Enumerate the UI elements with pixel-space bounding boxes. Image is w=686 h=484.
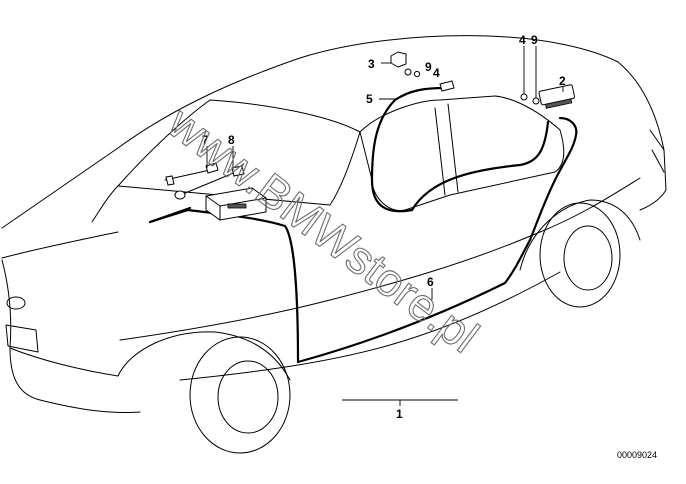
label-part-1: 1 — [396, 407, 403, 421]
leader-lines — [206, 46, 564, 406]
car-front-wheel-hub — [217, 360, 279, 434]
label-part-2: 2 — [559, 74, 566, 88]
label-part-7: 7 — [202, 133, 209, 147]
connector-part-4-rear — [520, 93, 528, 101]
car-tail-lamp — [649, 129, 665, 173]
antenna-cable-branch — [410, 120, 550, 212]
parts — [164, 51, 575, 221]
roof-cable-5 — [370, 86, 447, 213]
antenna-cable-main — [148, 116, 578, 364]
car-front-wheel-arch — [117, 331, 291, 381]
car-lower-front — [39, 399, 141, 413]
watermark: www.BMWstore.pl — [158, 96, 488, 363]
car-body — [1, 35, 667, 454]
car-rear-outline — [617, 61, 667, 211]
label-part-3: 3 — [368, 57, 375, 71]
label-part-9-rear: 9 — [531, 33, 538, 47]
part-labels: 3 9 4 5 4 9 2 7 8 6 1 — [202, 33, 566, 421]
car-door-line — [119, 177, 641, 341]
car-roof-outline — [1, 35, 619, 229]
reference-code: 00009024 — [617, 450, 657, 460]
connector-part-4-roof — [413, 70, 421, 78]
connector-part-9-rear — [532, 97, 540, 105]
radio-unit — [205, 187, 267, 221]
label-part-9-roof: 9 — [425, 60, 432, 74]
front-lead — [148, 206, 192, 224]
antenna-base-part-3 — [390, 51, 407, 68]
car-front-fascia — [1, 259, 119, 401]
adapter-cable-part-8 — [174, 165, 245, 200]
car-sill-line — [179, 271, 561, 381]
antenna-lead-part-7 — [164, 162, 219, 186]
car-rear-wheel — [539, 202, 621, 308]
connector-part-9-roof — [404, 68, 412, 76]
amplifier-part-2 — [538, 84, 575, 109]
car-rear-wheel-hub — [563, 225, 613, 291]
label-part-4-roof: 4 — [433, 66, 440, 80]
car-front-wheel — [189, 336, 291, 454]
antenna-cable — [148, 86, 578, 364]
car-side-windows — [359, 95, 565, 212]
roof-plug — [439, 80, 455, 92]
label-part-5: 5 — [366, 92, 373, 106]
car-headlamp — [6, 296, 26, 310]
label-part-4-rear: 4 — [519, 33, 526, 47]
label-part-6: 6 — [427, 275, 434, 289]
car-hood-line — [1, 185, 119, 259]
car-rear-wheel-arch — [519, 199, 641, 271]
label-part-8: 8 — [228, 133, 235, 147]
car-bumper — [5, 324, 39, 353]
